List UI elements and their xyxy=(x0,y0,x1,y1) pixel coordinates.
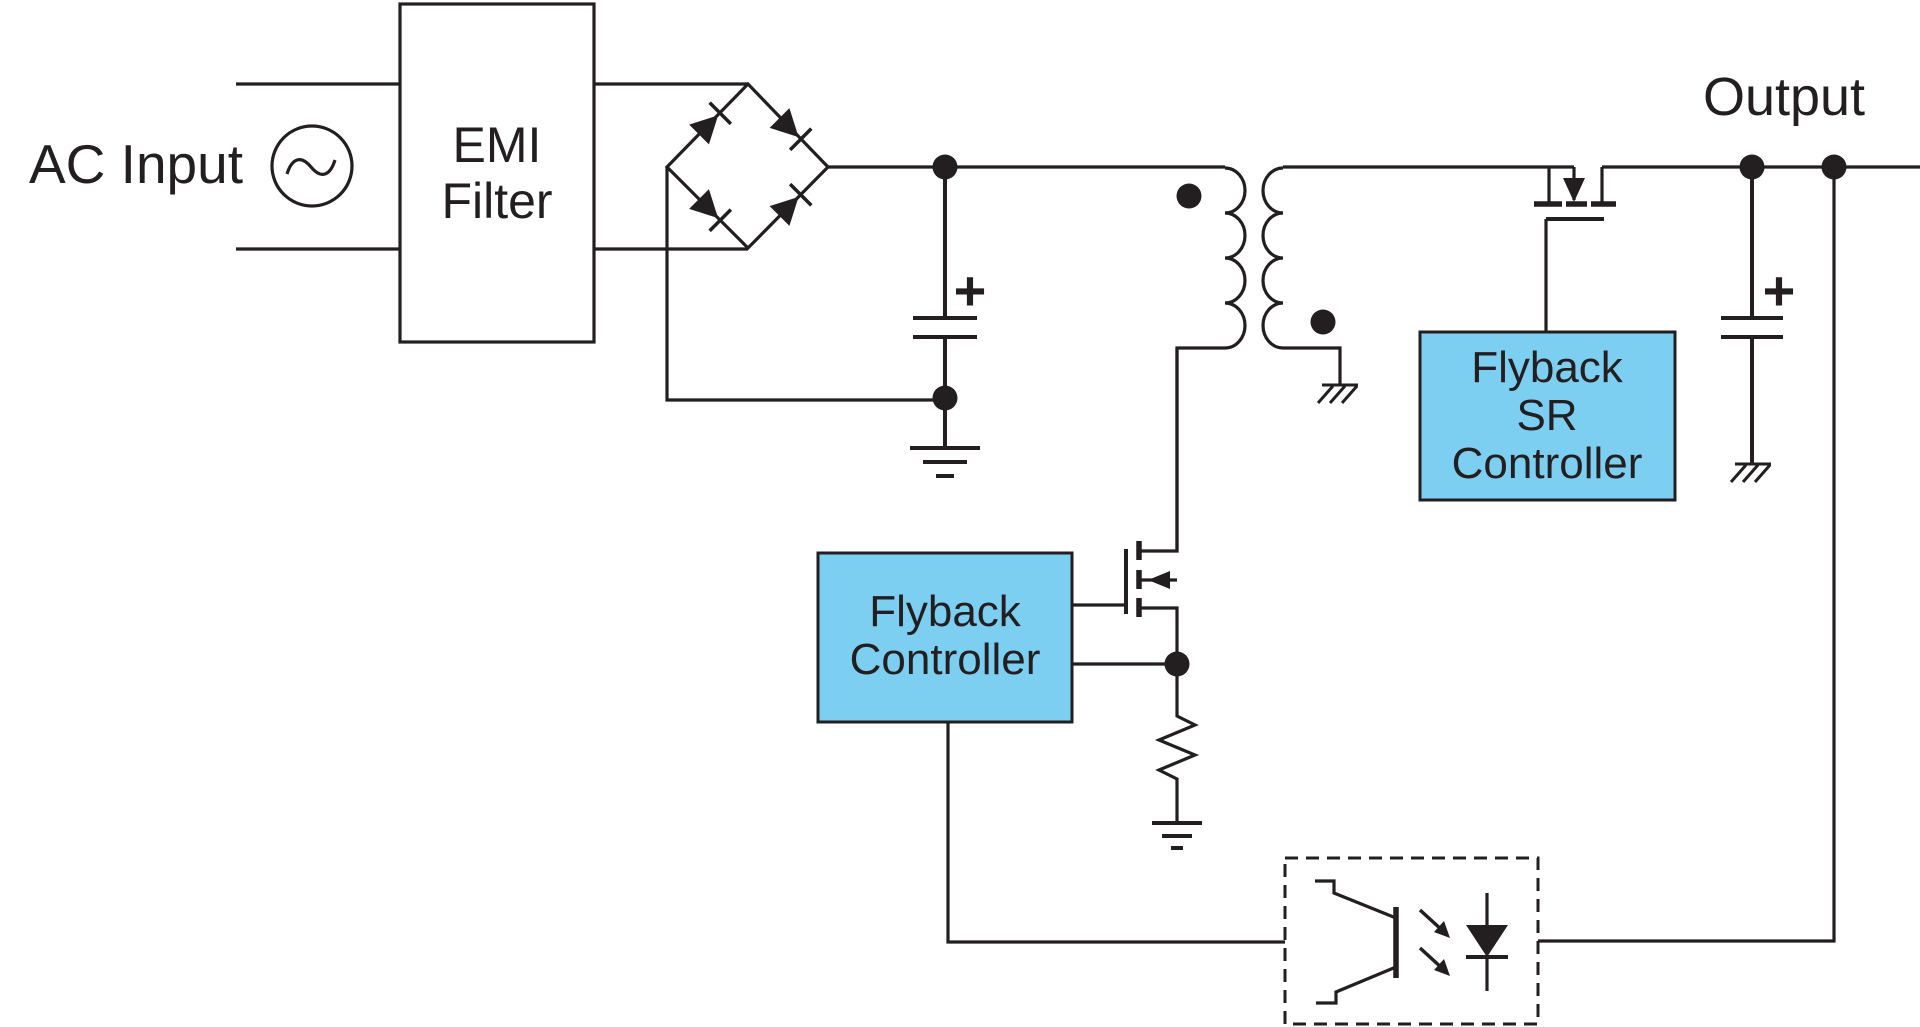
mosfet-body-arrow xyxy=(1148,571,1170,589)
junction-dot xyxy=(932,154,958,180)
sr-controller-label-line1: Flyback xyxy=(1471,343,1624,392)
current-sense-resistor xyxy=(1152,664,1202,850)
bulk-capacitor: + xyxy=(910,167,987,478)
opto-led xyxy=(1466,893,1508,991)
sr-controller-label-line3: Controller xyxy=(1452,439,1643,488)
output-capacitor: + xyxy=(1721,167,1796,483)
optocoupler-outline xyxy=(1283,856,1540,1026)
ground-icon xyxy=(1152,821,1202,850)
junction-dot xyxy=(1821,154,1847,180)
sr-controller-label-line2: SR xyxy=(1516,391,1577,440)
bridge-diode-top-right xyxy=(769,108,813,152)
ac-input-wires xyxy=(236,82,748,251)
junction-dot xyxy=(932,385,958,411)
transformer-secondary-winding xyxy=(1261,166,1342,385)
flyback-controller-label-line2: Controller xyxy=(850,635,1041,684)
bulk-capacitor-polarity: + xyxy=(954,259,987,322)
junction-dot xyxy=(1164,651,1190,677)
output-feedback-wire xyxy=(1538,167,1836,943)
feedback-bottom-wire xyxy=(946,722,1285,944)
optocoupler xyxy=(1283,856,1540,1026)
bridge-rectifier xyxy=(664,81,1225,402)
opto-phototransistor xyxy=(1315,879,1399,1005)
output-label: Output xyxy=(1703,67,1865,127)
ground-icon xyxy=(910,398,980,478)
ac-input-label: AC Input xyxy=(29,133,243,195)
ground-icon xyxy=(1316,383,1359,404)
dc-return-wire xyxy=(665,167,945,402)
secondary-polarity-dot xyxy=(1310,309,1336,335)
flyback-controller-label-line1: Flyback xyxy=(869,587,1022,636)
mosfet-body-arrow xyxy=(1563,178,1585,202)
primary-mosfet xyxy=(1072,348,1179,664)
ground-icon xyxy=(1729,462,1772,483)
transformer-primary-winding xyxy=(1175,166,1247,551)
output-capacitor-polarity: + xyxy=(1763,259,1796,322)
bridge-diode-top-left xyxy=(689,101,733,145)
emi-filter-label-line1: EMI xyxy=(453,117,542,173)
ac-source-icon xyxy=(270,124,354,208)
bridge-diode-bottom-right xyxy=(769,182,813,226)
opto-light-arrows-icon xyxy=(1418,908,1450,976)
junction-dot xyxy=(1739,154,1765,180)
sr-mosfet xyxy=(1534,167,1616,332)
emi-filter-label-line2: Filter xyxy=(441,173,552,229)
transformer xyxy=(1175,166,1359,551)
flyback-sr-controller-block: Flyback SR Controller xyxy=(1418,330,1677,502)
primary-polarity-dot xyxy=(1176,183,1202,209)
emi-filter-block: EMI Filter xyxy=(398,2,596,344)
bridge-diode-bottom-left xyxy=(689,189,733,233)
flyback-controller-block: Flyback Controller xyxy=(816,551,1074,724)
